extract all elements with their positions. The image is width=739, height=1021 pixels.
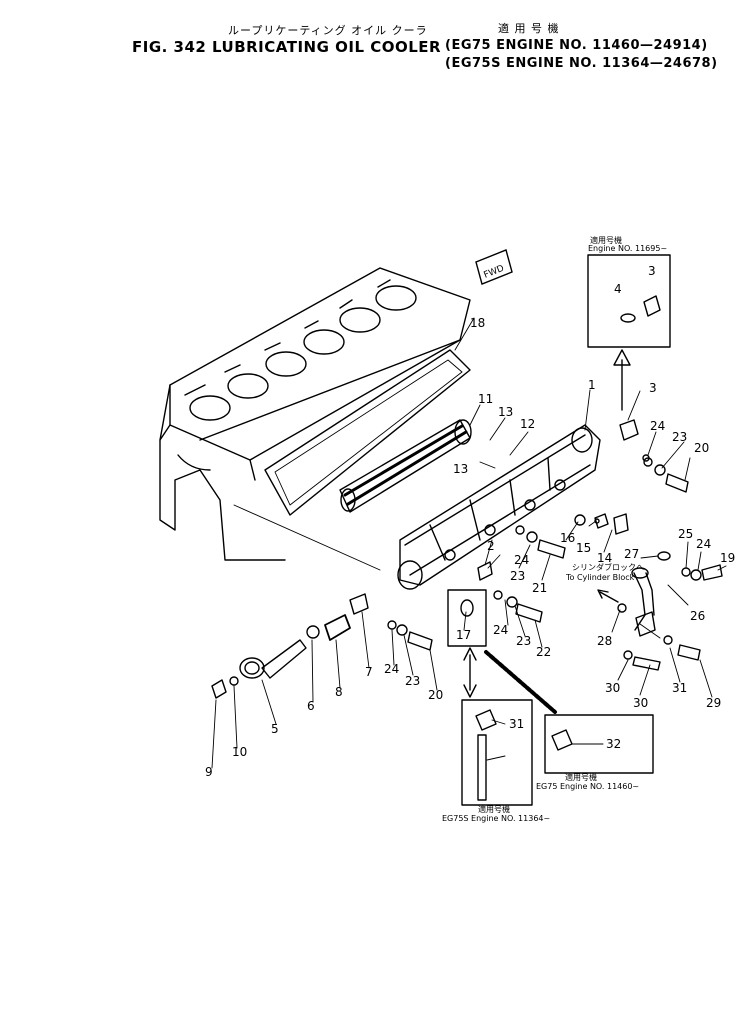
engine-block <box>159 267 471 561</box>
part-number: 20 <box>428 688 443 702</box>
part-number: 13 <box>453 462 468 476</box>
eg75s-callout-jp: 適用号機 <box>478 804 510 814</box>
part-number: 20 <box>694 441 709 455</box>
arrow-vertical <box>463 647 477 698</box>
applicable-jp-label: 適 用 号 機 <box>498 22 560 35</box>
part-number: 31 <box>509 717 524 731</box>
part-number: 6 <box>307 699 315 713</box>
part-number: 10 <box>232 745 247 759</box>
engine-range-eg75: (EG75 ENGINE NO. 11460—24914) <box>445 38 708 53</box>
top-callout-text: Engine NO. 11695~ <box>588 244 667 253</box>
fig-label: FIG. 342 <box>132 38 207 56</box>
part-number: 31 <box>672 681 687 695</box>
part-number: 26 <box>690 609 705 623</box>
part-number: 23 <box>672 430 687 444</box>
bolts-washers <box>387 454 650 651</box>
part-number: 30 <box>633 696 648 710</box>
detail-box-eg75 <box>544 714 654 774</box>
part-number: 30 <box>605 681 620 695</box>
part-number: 11 <box>478 392 493 406</box>
part-number: 23 <box>510 569 525 583</box>
part-number: 22 <box>536 645 551 659</box>
part-number: 18 <box>470 316 485 330</box>
part-number: 12 <box>520 417 535 431</box>
leader-lines <box>211 317 727 769</box>
top-callout-jp: 適用号機 <box>590 235 622 245</box>
arrow-cylinder <box>597 589 619 603</box>
part-number: 24 <box>384 662 399 676</box>
part-number: 7 <box>365 665 373 679</box>
eg75s-callout-text: EG75S Engine NO. 11364~ <box>442 814 550 823</box>
part-number: 24 <box>696 537 711 551</box>
part-number: 4 <box>614 282 622 296</box>
part-number: 32 <box>606 737 621 751</box>
page-title: LUBRICATING OIL COOLER <box>212 38 442 56</box>
fwd-indicator: FWD <box>475 249 513 285</box>
engine-range-eg75s: (EG75S ENGINE NO. 11364—24678) <box>445 56 718 71</box>
part-labels: 1 2 3 3 4 5 6 7 8 9 10 11 12 13 13 14 15… <box>205 264 735 779</box>
part-number: 24 <box>493 623 508 637</box>
part-number: 23 <box>405 674 420 688</box>
part-number: 25 <box>678 527 693 541</box>
part-number: 16 <box>560 531 575 545</box>
cylinder-callout-text: To Cylinder Block <box>565 573 635 582</box>
gasket <box>264 349 471 516</box>
part-number: 27 <box>624 547 639 561</box>
part-number: 15 <box>576 541 591 555</box>
part-number: 9 <box>205 765 213 779</box>
part-number: 14 <box>597 551 612 565</box>
part-number: 28 <box>597 634 612 648</box>
arrow-up <box>613 349 631 411</box>
part-number: 24 <box>650 419 665 433</box>
part-number: 3 <box>649 381 657 395</box>
eg75-callout-text: EG75 Engine NO. 11460~ <box>536 782 639 791</box>
part-number: 8 <box>335 685 343 699</box>
part-number: 1 <box>588 378 596 392</box>
part-number: 21 <box>532 581 547 595</box>
part-number: 2 <box>487 539 495 553</box>
part-number: 29 <box>706 696 721 710</box>
detail-box-eg75s <box>461 699 533 806</box>
right-fittings <box>574 419 723 671</box>
japanese-title: ループリケーティング オイル クーラ <box>228 24 428 37</box>
part-number: 24 <box>514 553 529 567</box>
valve-parts <box>211 593 369 699</box>
cooler-element <box>339 419 472 513</box>
cylinder-callout-jp: シリンダブロックへ <box>572 562 644 572</box>
fwd-label: FWD <box>482 264 505 281</box>
cooler-cover <box>397 424 601 590</box>
part-number: 23 <box>516 634 531 648</box>
detail-box-17 <box>447 589 487 647</box>
part-number: 3 <box>648 264 656 278</box>
detail-box-top <box>587 254 671 348</box>
part-number: 5 <box>271 722 279 736</box>
part-number: 19 <box>720 551 735 565</box>
eg75-callout-jp: 適用号機 <box>565 772 597 782</box>
part-number: 17 <box>456 628 471 642</box>
part-number: 13 <box>498 405 513 419</box>
